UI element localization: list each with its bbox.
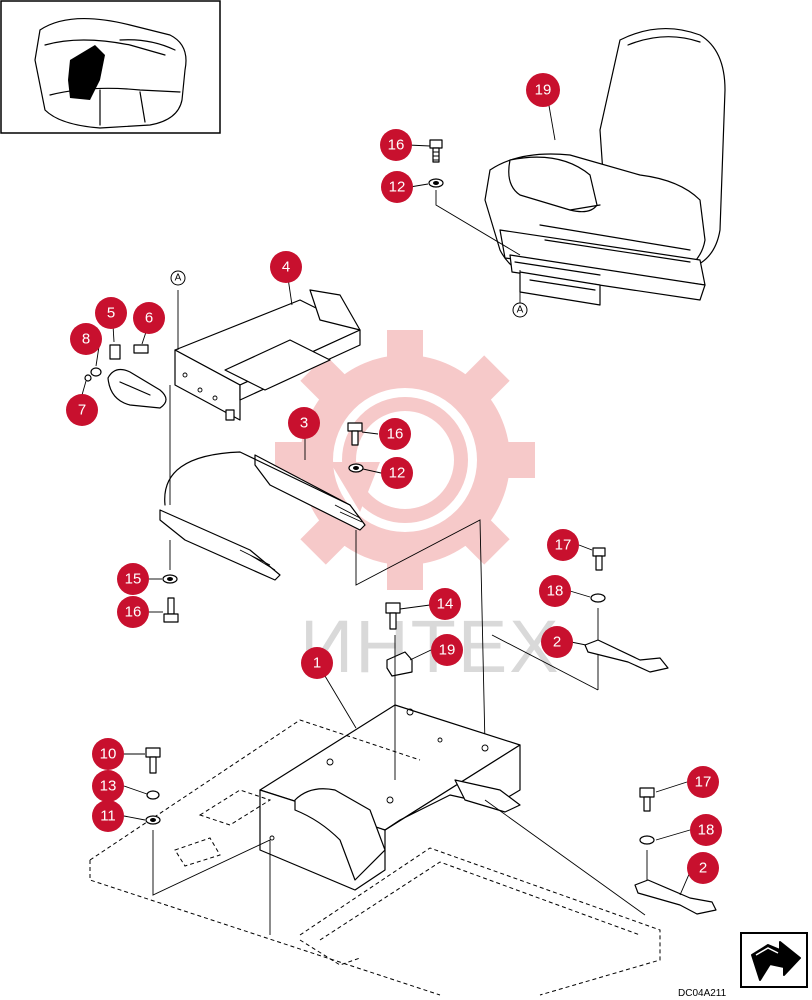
reference-marker-a-seat: A [512,302,528,318]
gear-tooth [300,510,355,565]
reference-marker-a-upper: A [170,270,186,286]
callout-15: 15 [117,563,149,595]
svg-text:11: 11 [100,808,116,825]
svg-text:5: 5 [107,305,115,322]
callout-16-rail-bolt: 16 [379,418,411,450]
svg-text:19: 19 [535,82,552,99]
callout-16-seat-bolt: 16 [380,129,412,161]
callout-12-seat-washer: 12 [381,171,413,203]
callout-4-mount-plate: 4 [270,251,302,283]
svg-text:18: 18 [547,583,564,600]
svg-text:A: A [517,305,524,316]
drawing-code: DC04A211 [678,988,727,999]
svg-text:16: 16 [388,137,405,154]
next-page-arrow-icon[interactable] [740,932,808,988]
svg-text:1: 1 [313,655,321,672]
gear-tooth [455,510,510,565]
seat-washer [428,178,444,188]
callout-12-rail-washer: 12 [381,457,413,489]
callout-2-upper: 2 [541,626,573,658]
base-bolt [145,747,161,774]
svg-text:4: 4 [282,259,290,276]
seat-bolt [429,139,443,163]
callout-14: 14 [429,588,461,620]
callout-5: 5 [95,297,127,329]
callout-13: 13 [92,770,124,802]
svg-text:2: 2 [553,634,561,651]
watermark-text: ИНТЕХ [300,605,561,688]
svg-text:3: 3 [300,415,308,432]
svg-text:19: 19 [439,642,456,659]
mount-bracket-upper [584,547,669,673]
seat-base-frame [259,704,521,891]
cab-floor-outline [89,719,661,996]
callout-19-seat: 19 [526,73,560,107]
rail-bolt [163,597,179,623]
callout-11: 11 [92,800,124,832]
gear-tooth [300,355,355,410]
svg-text:2: 2 [699,860,707,877]
svg-text:7: 7 [78,402,86,419]
gear-tooth [387,550,423,590]
stopper-bolt [385,602,401,630]
callout-1-base-frame: 1 [301,647,333,679]
base-lock-washer [146,790,160,800]
svg-text:8: 8 [82,331,90,348]
callout-17-upper: 17 [547,529,579,561]
callout-18-lower: 18 [690,814,722,846]
svg-text:18: 18 [698,822,715,839]
svg-text:13: 13 [100,778,117,795]
seat-hinge-assembly [84,344,167,409]
mount-bracket-lower [634,879,717,915]
callout-7: 7 [66,394,98,426]
callout-18-upper: 18 [539,575,571,607]
svg-text:A: A [175,273,182,284]
operator-seat [484,28,726,306]
svg-text:6: 6 [145,310,153,327]
callout-10: 10 [92,738,124,770]
callout-16-lower: 16 [117,596,149,628]
slide-rail-bolt [347,422,363,446]
callout-8: 8 [70,323,102,355]
base-washer [145,815,161,825]
slide-rail-washer [348,463,364,473]
gear-tooth [495,442,535,478]
svg-text:14: 14 [437,596,454,613]
svg-text:16: 16 [387,426,404,443]
stopper-bracket [386,651,413,677]
gear-tooth [387,330,423,370]
callout-17-lower: 17 [687,766,719,798]
callout-3-slide-rails: 3 [288,407,320,439]
callout-2-lower: 2 [687,852,719,884]
svg-text:15: 15 [125,571,142,588]
seat-mounting-plate [174,289,361,421]
svg-text:17: 17 [555,537,572,554]
svg-text:12: 12 [389,179,406,196]
cab-location-thumbnail [0,0,221,134]
svg-text:12: 12 [389,465,406,482]
callout-6: 6 [133,302,165,334]
svg-text:10: 10 [100,746,117,763]
seat-slide-rails [159,451,366,581]
rear-bracket-washer [639,835,655,845]
callout-19-bracket: 19 [431,634,463,666]
gear-tooth [455,355,510,410]
rail-washer [162,574,178,584]
rear-bracket-bolt [639,787,655,812]
svg-text:17: 17 [695,774,712,791]
svg-text:16: 16 [125,604,142,621]
